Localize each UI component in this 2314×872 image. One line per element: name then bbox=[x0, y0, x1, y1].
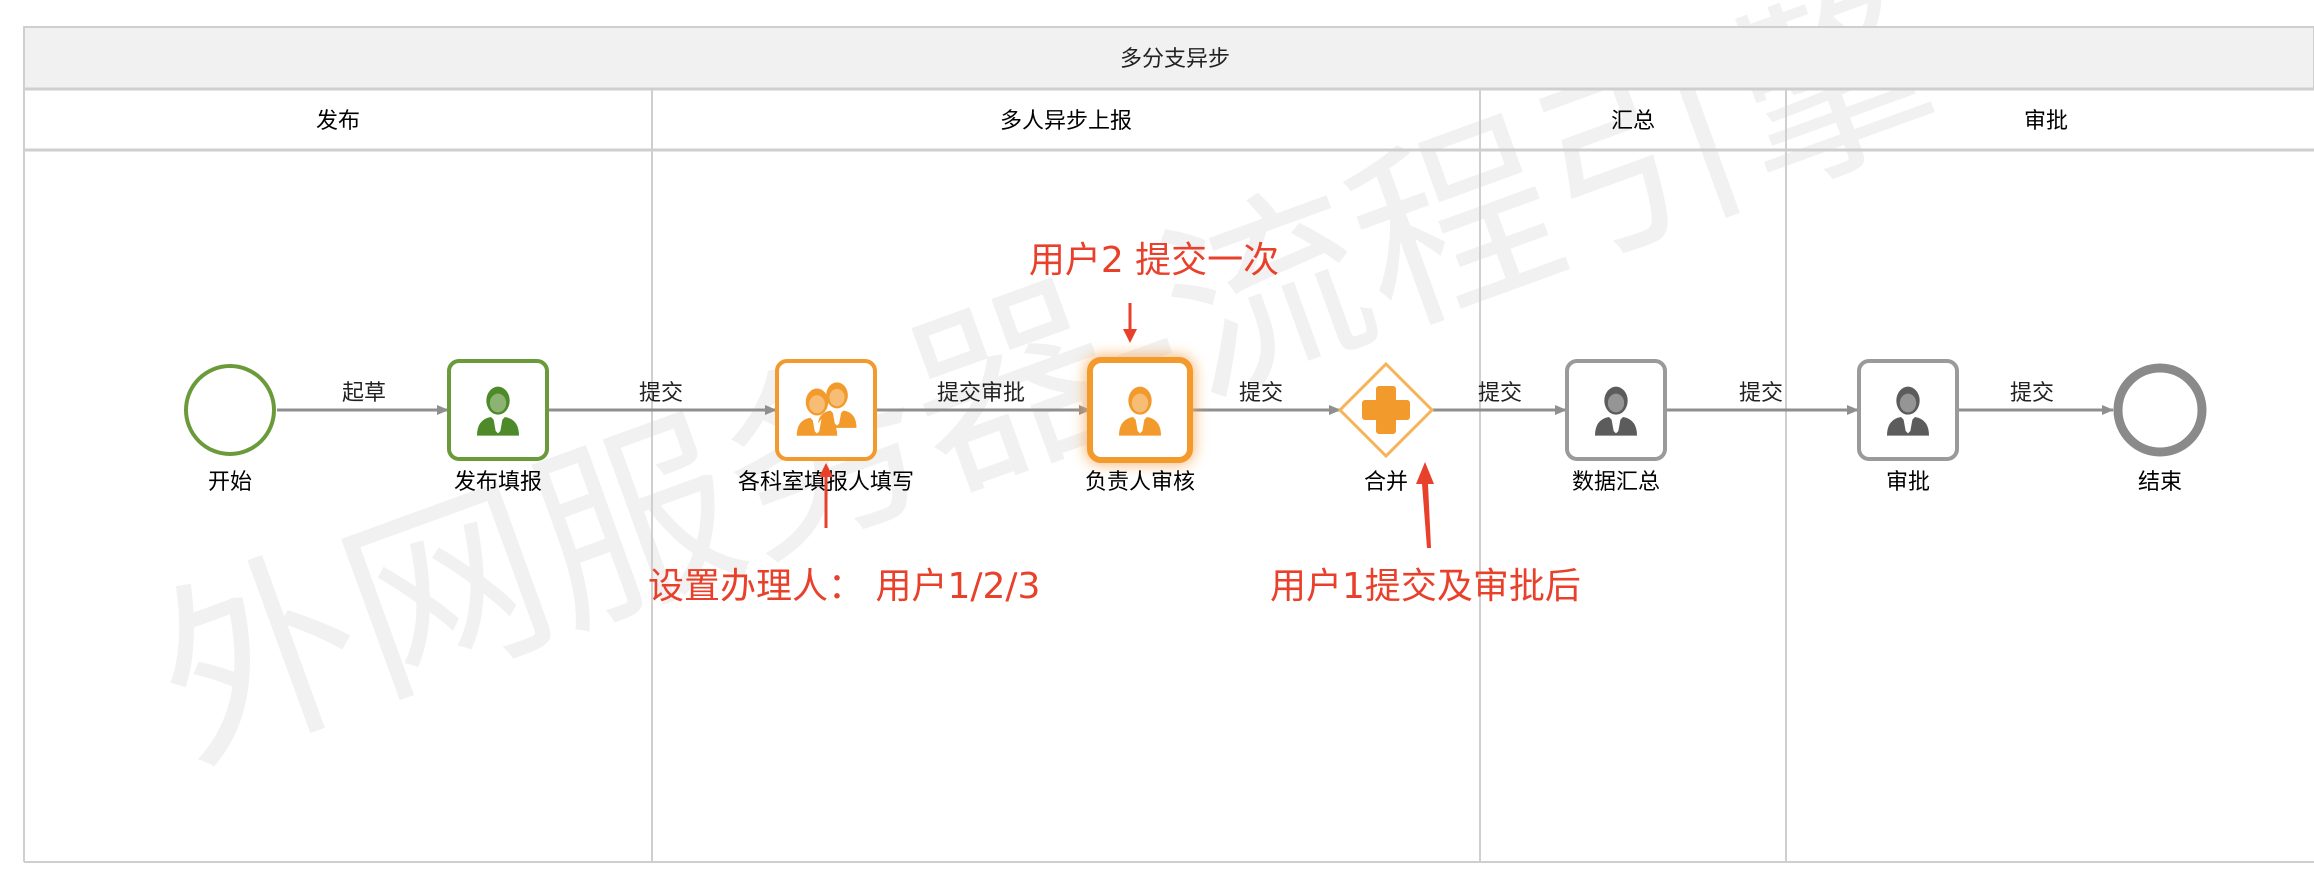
task-summary[interactable]: 数据汇总 bbox=[1565, 359, 1667, 495]
annotation-user1: 用户1提交及审批后 bbox=[1270, 566, 1581, 607]
flow-label-submit-2: 提交 bbox=[1239, 381, 1283, 406]
annotation-assignee: 设置办理人： 用户1/2/3 bbox=[648, 566, 1040, 607]
flow-label-submit-1: 提交 bbox=[639, 381, 683, 406]
gateway-merge[interactable]: 合并 bbox=[1337, 361, 1435, 495]
pool: 多分支异步 bbox=[23, 26, 2314, 863]
task-summary-label: 数据汇总 bbox=[1572, 470, 1660, 495]
end-event[interactable]: 结束 bbox=[2113, 363, 2207, 495]
task-publish[interactable]: 发布填报 bbox=[447, 359, 549, 495]
annotations: 用户2 提交一次 设置办理人： 用户1/2/3 用户1提交及审批后 bbox=[648, 240, 1581, 607]
start-event[interactable]: 开始 bbox=[184, 364, 276, 495]
lane-approval: 审批 bbox=[2024, 109, 2068, 134]
flow-label-draft: 起草 bbox=[342, 381, 386, 406]
flow-label-submit-3: 提交 bbox=[1478, 381, 1522, 406]
task-lead-review[interactable]: 负责人审核 bbox=[1085, 357, 1195, 495]
pool-header bbox=[23, 26, 2314, 90]
flow-label-submit-5: 提交 bbox=[2010, 381, 2054, 406]
lane-multi-async: 多人异步上报 bbox=[1000, 109, 1132, 134]
flow-label-submit-approval: 提交审批 bbox=[937, 381, 1025, 406]
gateway-merge-label: 合并 bbox=[1364, 470, 1408, 495]
end-label: 结束 bbox=[2138, 470, 2182, 495]
lane-headers: 发布 多人异步上报 汇总 审批 bbox=[316, 109, 2068, 134]
task-publish-label: 发布填报 bbox=[454, 470, 542, 495]
annotation-user2: 用户2 提交一次 bbox=[1029, 240, 1279, 281]
annotation-arrow-user1 bbox=[1416, 462, 1434, 548]
flow-labels: 起草 提交 提交审批 提交 提交 提交 提交 bbox=[342, 381, 2054, 406]
start-label: 开始 bbox=[208, 470, 252, 495]
task-lead-review-label: 负责人审核 bbox=[1085, 470, 1195, 495]
pool-title: 多分支异步 bbox=[1120, 47, 1230, 72]
lane-summary: 汇总 bbox=[1611, 109, 1655, 134]
task-approval-label: 审批 bbox=[1886, 470, 1930, 495]
flow-label-submit-4: 提交 bbox=[1739, 381, 1783, 406]
lane-publish: 发布 bbox=[316, 109, 360, 134]
task-approval[interactable]: 审批 bbox=[1857, 359, 1959, 495]
